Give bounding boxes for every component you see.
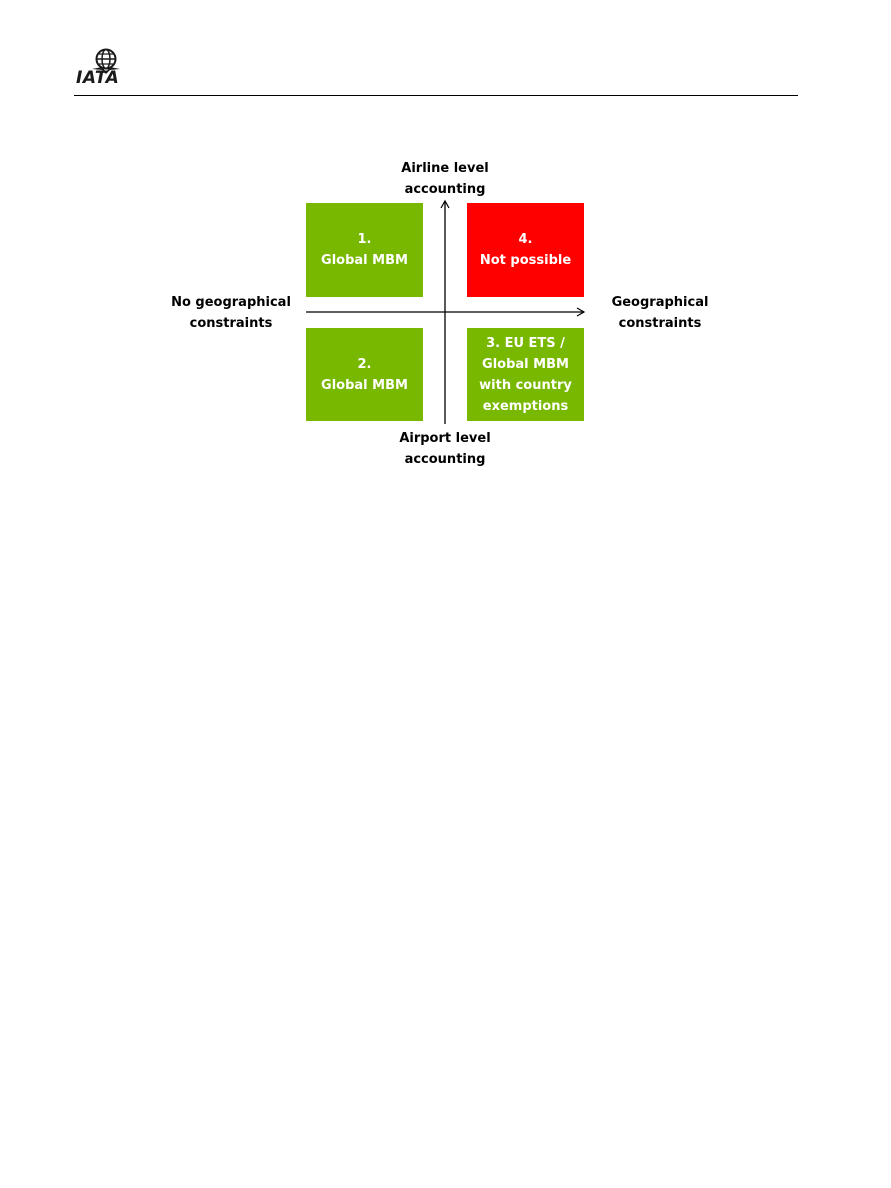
header-divider: [74, 95, 798, 96]
axis-right-line-1: Geographical: [611, 295, 709, 310]
quadrant-1-line-2: Global MBM: [321, 253, 408, 268]
logo-wordmark: IATA: [76, 68, 120, 88]
quadrant-1-global-mbm: 1. Global MBM: [306, 203, 423, 297]
axis-bottom-line-2: accounting: [404, 452, 486, 467]
quadrant-4-line-2: Not possible: [479, 253, 572, 268]
quadrant-3-eu-ets: 3. EU ETS / Global MBM with country exem…: [467, 328, 584, 421]
quadrant-3-line-4: exemptions: [482, 398, 569, 414]
axis-label-left: No geographical constraints: [161, 292, 301, 334]
axis-top-line-2: accounting: [404, 182, 486, 197]
axis-label-bottom: Airport level accounting: [380, 428, 510, 470]
quadrant-4-not-possible: 4. Not possible: [467, 203, 584, 297]
axis-label-right: Geographical constraints: [595, 292, 725, 334]
axis-top-line-1: Airline level: [401, 161, 489, 176]
quadrant-2-line-2: Global MBM: [321, 377, 408, 393]
globe-icon: [92, 48, 120, 74]
quadrant-4-line-1: 4.: [518, 232, 533, 247]
axis-label-top: Airline level accounting: [380, 158, 510, 200]
quadrant-3-line-3: with country: [479, 377, 572, 393]
axis-left-line-1: No geographical: [171, 295, 291, 310]
iata-logo: IATA: [74, 46, 136, 90]
quadrant-2-line-1: 2.: [357, 356, 372, 372]
quadrant-3-line-2: Global MBM: [482, 356, 569, 372]
axis-right-line-2: constraints: [618, 316, 702, 331]
quadrant-2-global-mbm: 2. Global MBM: [306, 328, 423, 421]
quadrant-1-line-1: 1.: [357, 232, 372, 247]
quadrant-3-line-1: 3. EU ETS /: [486, 335, 565, 351]
page-header: IATA: [74, 46, 798, 98]
axis-bottom-line-1: Airport level: [399, 431, 491, 446]
axis-left-line-2: constraints: [189, 316, 273, 331]
